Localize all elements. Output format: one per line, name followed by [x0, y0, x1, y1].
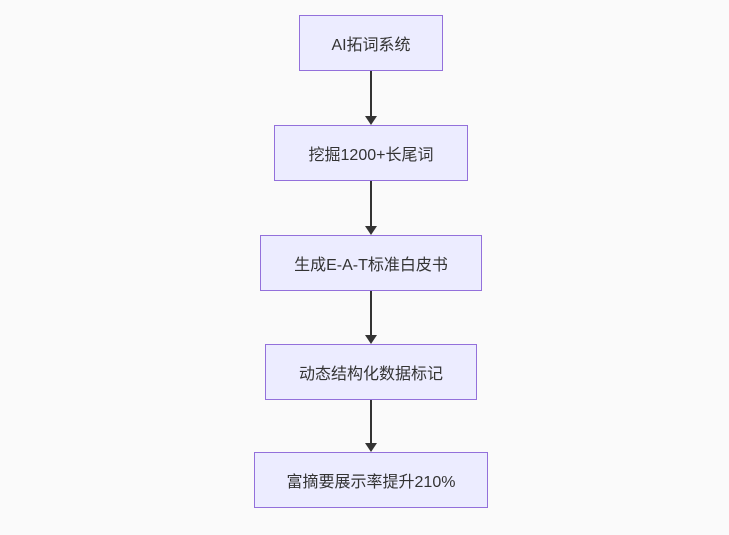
arrow-line	[370, 291, 372, 335]
flow-arrow-4	[365, 400, 377, 452]
flow-node-longtail-keywords: 挖掘1200+长尾词	[274, 125, 468, 181]
flow-node-eat-whitepaper: 生成E-A-T标准白皮书	[260, 235, 482, 291]
flow-node-label: 动态结构化数据标记	[298, 366, 443, 383]
arrow-line	[370, 71, 372, 116]
flow-node-ai-system: AI拓词系统	[299, 15, 443, 71]
flowchart: AI拓词系统 挖掘1200+长尾词 生成E-A-T标准白皮书 动态结构化数据标记	[254, 15, 488, 508]
flow-node-label: 富摘要展示率提升210%	[286, 474, 456, 491]
flow-arrow-2	[365, 181, 377, 235]
flow-arrow-3	[365, 291, 377, 344]
arrow-down-icon	[365, 443, 377, 452]
arrow-down-icon	[365, 116, 377, 125]
arrow-down-icon	[365, 335, 377, 344]
flow-node-label: 挖掘1200+长尾词	[308, 147, 434, 164]
flow-node-structured-data: 动态结构化数据标记	[265, 344, 477, 400]
flow-node-rich-snippet-result: 富摘要展示率提升210%	[254, 452, 488, 508]
arrow-line	[370, 400, 372, 443]
arrow-line	[370, 181, 372, 226]
flow-node-label: AI拓词系统	[331, 37, 411, 54]
arrow-down-icon	[365, 226, 377, 235]
flow-arrow-1	[365, 71, 377, 125]
flow-node-label: 生成E-A-T标准白皮书	[294, 257, 448, 274]
